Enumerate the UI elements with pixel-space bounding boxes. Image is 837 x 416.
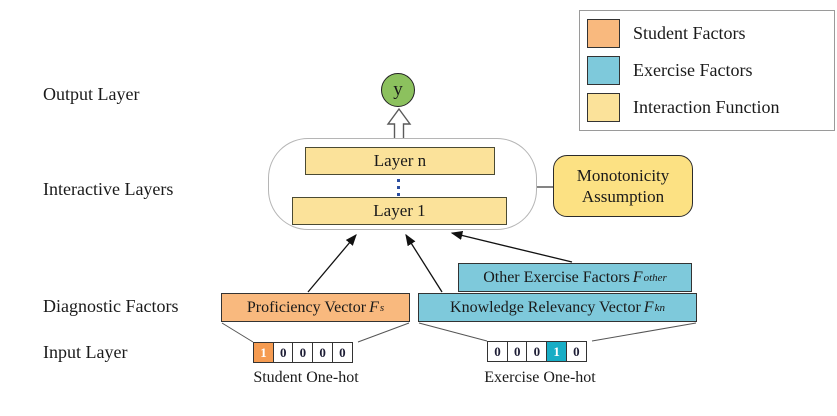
legend: Student Factors Exercise Factors Interac… (579, 10, 835, 131)
other-exercise-text: Other Exercise Factors (483, 268, 630, 286)
funnel-line-student-left (221, 322, 254, 343)
label-input-layer: Input Layer (43, 342, 128, 362)
student-onehot-cell: 0 (312, 342, 334, 363)
layer-1-label: Layer 1 (373, 201, 426, 220)
exercise-onehot-cell: 0 (565, 341, 587, 362)
student-onehot-cell: 0 (272, 342, 294, 363)
output-node-label: y (393, 79, 403, 100)
exercise-onehot-caption: Exercise One-hot (484, 369, 596, 386)
funnel-line-exercise-right (591, 322, 697, 342)
proficiency-vector-text: Proficiency Vector (246, 298, 367, 316)
block-arrow-up-icon (386, 107, 412, 140)
student-onehot-cell: 0 (331, 342, 353, 363)
legend-swatch-exercise-factors (587, 56, 620, 85)
legend-label-exercise-factors: Exercise Factors (633, 60, 753, 80)
funnel-line-student-right (357, 322, 410, 343)
knowledge-relevancy-text: Knowledge Relevancy Vector (450, 298, 641, 316)
funnel-line-exercise-left (418, 322, 488, 342)
student-onehot-caption: Student One-hot (253, 369, 359, 386)
exercise-onehot-cell: 0 (506, 341, 528, 362)
student-onehot-cell: 1 (253, 342, 274, 363)
label-interactive-layers: Interactive Layers (43, 179, 174, 199)
exercise-onehot-cell: 1 (546, 341, 568, 362)
proficiency-vector-box: Proficiency Vector F s (221, 293, 410, 322)
student-onehot-cell: 0 (292, 342, 314, 363)
layers-ellipsis-icon (397, 179, 400, 196)
knowledge-relevancy-symbol: F (643, 298, 654, 316)
legend-label-student-factors: Student Factors (633, 22, 746, 43)
layer-n-label: Layer n (373, 151, 427, 170)
layer-n-box: Layer n (305, 147, 495, 175)
knowledge-relevancy-vector-box: Knowledge Relevancy Vector F kn (418, 293, 697, 322)
proficiency-superscript: s (379, 301, 385, 314)
other-exercise-superscript: other (643, 271, 667, 284)
exercise-onehot-cell: 0 (526, 341, 548, 362)
arrow-knowledge-to-layer1 (405, 233, 443, 293)
student-onehot-vector: 1 0 0 0 0 (253, 342, 353, 363)
arrow-proficiency-to-layer1 (307, 234, 357, 293)
legend-row-student-factors: Student Factors (587, 16, 834, 50)
legend-row-exercise-factors: Exercise Factors (587, 54, 834, 88)
exercise-onehot-vector: 0 0 0 1 0 (487, 341, 587, 362)
label-output-layer: Output Layer (43, 84, 140, 104)
legend-row-interaction-function: Interaction Function (587, 91, 834, 125)
monotonicity-line1: Monotonicity (576, 165, 670, 185)
label-diagnostic-factors: Diagnostic Factors (43, 296, 179, 316)
other-exercise-factors-box: Other Exercise Factors F other (458, 263, 692, 292)
output-node-y: y (381, 73, 415, 107)
layer-1-box: Layer 1 (292, 197, 507, 225)
legend-label-interaction-function: Interaction Function (633, 97, 780, 118)
monotonicity-line2: Assumption (581, 187, 665, 206)
exercise-onehot-cell: 0 (487, 341, 508, 362)
legend-swatch-student-factors (587, 18, 620, 48)
knowledge-relevancy-superscript: kn (654, 301, 665, 314)
legend-swatch-interaction-function (587, 93, 620, 123)
proficiency-symbol: F (369, 298, 379, 316)
other-exercise-symbol: F (632, 268, 643, 286)
monotonicity-assumption-box: Monotonicity Assumption (553, 155, 693, 217)
arrow-other-exercise-to-layer1 (450, 231, 573, 263)
